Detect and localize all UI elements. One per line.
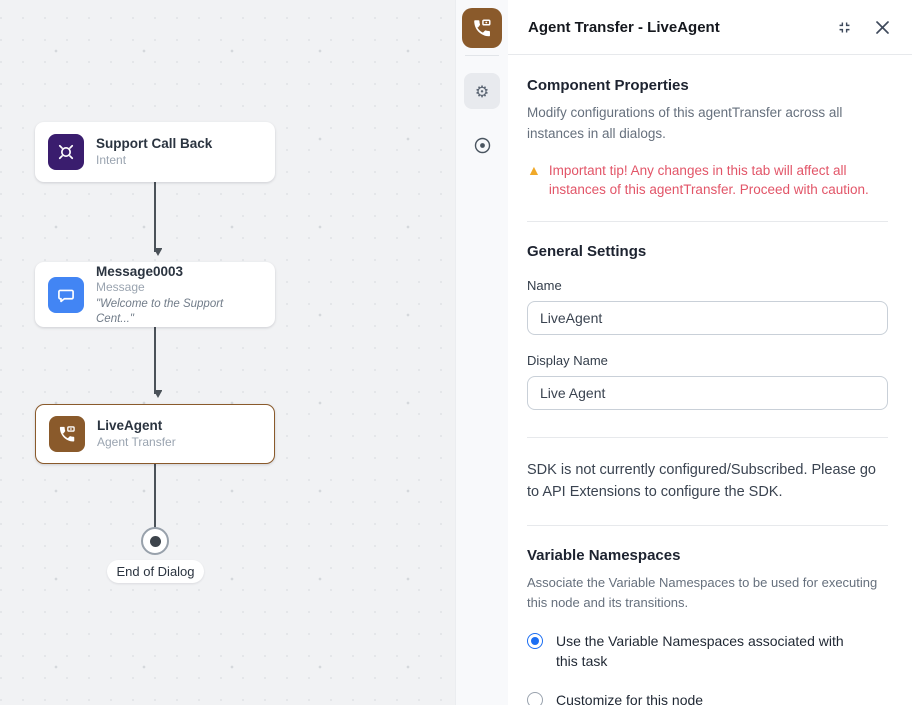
variable-namespaces-description: Associate the Variable Namespaces to be …: [527, 574, 878, 611]
node-support-call-back[interactable]: Support Call Back Intent: [35, 122, 275, 182]
name-label: Name: [527, 277, 562, 293]
properties-panel: Agent Transfer - LiveAgent Component Pro…: [508, 0, 912, 705]
agent-transfer-icon: [49, 416, 85, 452]
warning-banner: ▲︎ Important tip! Any changes in this ta…: [527, 161, 888, 200]
radio-option-task-namespaces[interactable]: Use the Variable Namespaces associated w…: [527, 631, 888, 672]
node-title: LiveAgent: [97, 418, 163, 434]
component-properties-description: Modify configurations of this agentTrans…: [527, 105, 843, 141]
panel-icon-rail: ⚙: [455, 0, 508, 705]
node-message-preview: "Welcome to the Support Cent...": [96, 297, 224, 325]
warning-triangle-icon: ▲︎: [527, 161, 541, 178]
component-properties-heading: Component Properties: [527, 77, 689, 94]
message-icon: [48, 276, 84, 313]
collapse-icon[interactable]: [834, 17, 854, 37]
radio-label: Customize for this node: [556, 691, 704, 705]
tab-component-properties[interactable]: ⚙: [464, 73, 500, 109]
name-input[interactable]: [527, 300, 888, 335]
warning-text: Important tip! Any changes in this tab w…: [548, 162, 869, 198]
radio-button[interactable]: [527, 633, 543, 650]
node-type: Agent Transfer: [97, 434, 176, 449]
agent-transfer-node-icon[interactable]: [462, 8, 502, 48]
node-type: Intent: [96, 152, 127, 167]
panel-header: Agent Transfer - LiveAgent: [508, 0, 912, 55]
general-settings-heading: General Settings: [527, 242, 647, 260]
flow-canvas[interactable]: Support Call Back Intent Message0003 Mes…: [0, 0, 455, 705]
rail-divider: [465, 55, 499, 56]
variable-namespaces-heading: Variable Namespaces: [527, 546, 681, 564]
flow-connectors: [154, 182, 455, 528]
end-of-dialog-dot: [149, 535, 161, 547]
sdk-notice: SDK is not currently configured/Subscrib…: [527, 461, 876, 501]
section-divider: [527, 524, 888, 526]
panel-body: Component Properties Modify configuratio…: [508, 55, 912, 705]
tab-connections[interactable]: [464, 127, 500, 163]
display-name-input[interactable]: [527, 375, 888, 410]
panel-title: Agent Transfer - LiveAgent: [528, 18, 720, 36]
node-message0003[interactable]: Message0003 Message "Welcome to the Supp…: [35, 262, 275, 327]
node-title: Support Call Back: [96, 136, 213, 152]
close-icon[interactable]: [872, 17, 892, 37]
gear-icon: ⚙: [474, 81, 490, 101]
radio-label: Use the Variable Namespaces associated w…: [556, 633, 844, 670]
display-name-label: Display Name: [527, 352, 608, 368]
node-liveagent[interactable]: LiveAgent Agent Transfer: [35, 404, 275, 464]
radio-option-customize-node[interactable]: Customize for this node: [527, 690, 888, 705]
intent-icon: [48, 134, 84, 170]
section-divider: [527, 436, 888, 438]
section-divider: [527, 220, 888, 222]
end-of-dialog-label: End of Dialog: [107, 560, 204, 583]
radio-button[interactable]: [527, 691, 543, 705]
node-title: Message0003: [96, 263, 184, 279]
circle-dot-icon: [474, 137, 490, 153]
end-of-dialog-node[interactable]: [141, 527, 169, 555]
node-type: Message: [96, 280, 145, 295]
